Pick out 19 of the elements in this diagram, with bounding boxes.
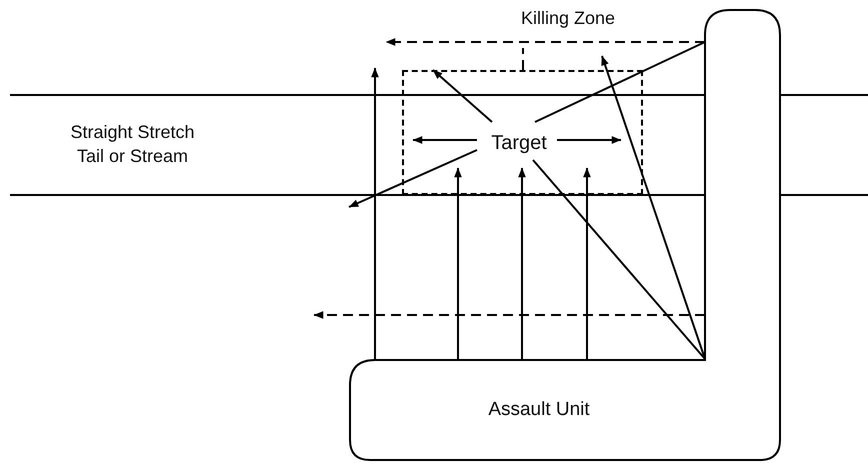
arrow bbox=[518, 168, 526, 359]
arrow bbox=[601, 56, 706, 360]
dashed-line bbox=[522, 48, 524, 70]
arrow bbox=[412, 136, 477, 144]
arrow bbox=[348, 149, 478, 208]
arrow bbox=[583, 168, 591, 359]
target-label: Target bbox=[490, 131, 548, 155]
zone-label: Killing Zone bbox=[520, 7, 616, 30]
dashed-zone-box bbox=[402, 70, 643, 195]
dashed-arrow bbox=[314, 311, 705, 319]
arrow bbox=[371, 68, 379, 359]
road-label: Straight Stretch Tail or Stream bbox=[69, 121, 196, 168]
arrow bbox=[557, 136, 622, 144]
line bbox=[534, 41, 706, 123]
arrow bbox=[454, 168, 462, 359]
line bbox=[532, 159, 706, 360]
dashed-arrow bbox=[386, 38, 705, 46]
unit-label: Assault Unit bbox=[487, 398, 591, 422]
arrow bbox=[432, 69, 493, 123]
